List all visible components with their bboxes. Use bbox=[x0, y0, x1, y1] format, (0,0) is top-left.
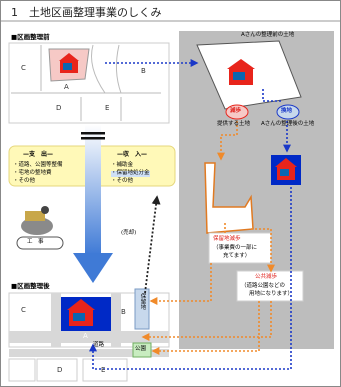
before-lot-label-a: A bbox=[64, 83, 69, 91]
horyuchi-genbu-title: 保留地減歩 bbox=[213, 236, 241, 242]
before-lot-label-b: B bbox=[141, 67, 146, 75]
income-title: —収 入— bbox=[117, 151, 148, 158]
koukyou-genbu-text: （道路公園などの bbox=[241, 283, 286, 289]
after-lot-label-d: D bbox=[57, 366, 63, 374]
horyuchi-genbu-text: （事業費の一部に bbox=[213, 245, 258, 251]
sale-label: (売却) bbox=[121, 230, 137, 236]
provided-land-shape bbox=[204, 162, 254, 234]
before-lot-label-c: C bbox=[21, 64, 26, 72]
genbu-text: 提供する土地 bbox=[217, 121, 251, 127]
kanchi-badge bbox=[276, 104, 300, 120]
page-title: 1 土地区画整理事業のしくみ bbox=[11, 6, 162, 19]
expense-item: ・宅地の整地費 bbox=[13, 170, 52, 176]
reserve-land-label: 保留地 bbox=[139, 293, 146, 310]
after-house-icon bbox=[67, 299, 95, 326]
before-lot-label-d: D bbox=[56, 104, 62, 112]
panel-after-house-icon bbox=[275, 158, 297, 180]
after-map bbox=[8, 288, 170, 358]
big-down-arrow bbox=[73, 125, 113, 283]
expense-item: ・その他 bbox=[13, 178, 36, 184]
arrow-bar bbox=[81, 137, 105, 140]
income-item: ・保留地処分金 bbox=[111, 170, 150, 177]
horyuchi-genbu-box bbox=[208, 232, 272, 264]
expense-item: ・道路、公園等整備 bbox=[13, 162, 63, 168]
road-label: 道路 bbox=[93, 342, 105, 348]
koukyou-genbu-title: 公共減歩 bbox=[255, 274, 278, 280]
income-item: ・補助金 bbox=[111, 162, 134, 168]
park-label: 公園 bbox=[135, 346, 147, 352]
after-heading: ■区画整理後 bbox=[11, 282, 50, 290]
after-lot-label-e: E bbox=[101, 366, 106, 374]
horyuchi-genbu-text: 充てます） bbox=[223, 253, 251, 259]
koukyou-genbu-box bbox=[236, 270, 304, 302]
after-lot-label-c: C bbox=[21, 306, 26, 314]
kanchi-text: Aさんの整理後の土地 bbox=[261, 121, 315, 127]
expense-title: —支 出— bbox=[23, 151, 54, 158]
construction-label: 工 事 bbox=[27, 239, 44, 245]
panel-house-icon bbox=[227, 59, 255, 85]
a-before-label: Aさんの整理前の土地 bbox=[241, 32, 295, 38]
koukyou-genbu-text: 用地になります） bbox=[249, 291, 294, 297]
park bbox=[132, 342, 152, 358]
before-map bbox=[8, 42, 170, 124]
genbu-badge-label: 減歩 bbox=[230, 108, 242, 114]
construction-illustration bbox=[16, 206, 64, 250]
after-lot-label-b: B bbox=[121, 308, 126, 316]
after-lot-label-a: A bbox=[83, 332, 88, 340]
before-heading: ■区画整理前 bbox=[11, 33, 50, 41]
arrow-bar bbox=[81, 132, 105, 135]
genbu-badge bbox=[225, 104, 249, 120]
before-house-icon bbox=[59, 53, 79, 73]
reserve-land bbox=[134, 288, 150, 330]
before-lot-label-e: E bbox=[105, 104, 110, 112]
income-item: ・その他 bbox=[111, 178, 134, 184]
kanchi-badge-label: 換地 bbox=[281, 108, 293, 114]
